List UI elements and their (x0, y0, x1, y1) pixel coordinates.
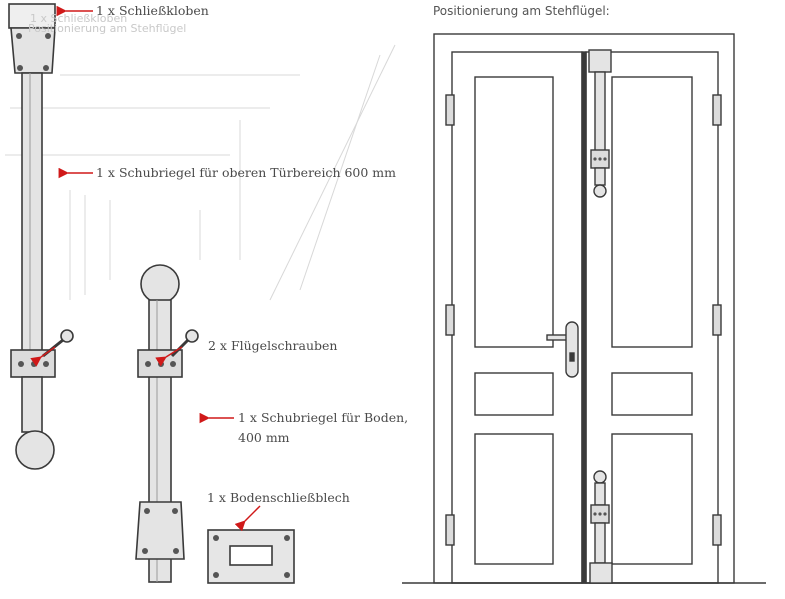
left-panel-bottom (474, 433, 554, 565)
left-door-leaf (451, 51, 583, 584)
upper-bolt-assembly (8, 3, 74, 470)
hinges-left (445, 94, 455, 546)
left-panel-mid (474, 372, 554, 416)
arrow-wing-screw-center (155, 346, 183, 367)
arrow-wing-screw-left (30, 346, 56, 367)
right-panel-top (611, 76, 693, 348)
ghost-text-2: Positionierung am Stehflügel (28, 22, 187, 35)
label-bodenschliessblech: 1 x Bodenschließblech (207, 490, 350, 505)
upper-bolt-knob (15, 430, 55, 470)
label-schubriegel-boden-2: 400 mm (238, 430, 290, 445)
center-astragal (581, 51, 587, 584)
ghost-text-1: 1 x Schließkloben (30, 12, 128, 25)
left-panel-top (474, 76, 554, 348)
label-fluegelschrauben: 2 x Flügelschrauben (208, 338, 338, 353)
door-lower-bolt (589, 470, 613, 584)
right-door-leaf (585, 51, 719, 584)
lower-bolt-housing (135, 501, 185, 560)
double-door (402, 33, 766, 584)
lower-bolt-assembly (135, 264, 199, 583)
right-panel-bottom (611, 433, 693, 565)
floor-strike-plate (207, 529, 295, 584)
label-schubriegel-boden-1: 1 x Schubriegel für Boden, (238, 410, 409, 425)
arrow-bodenschliessblech (234, 505, 261, 532)
hinges-right (712, 94, 722, 546)
callout-arrows (30, 5, 261, 532)
strike-box (8, 3, 56, 29)
wing-screw-center (170, 329, 199, 358)
upper-bolt-housing (10, 27, 56, 74)
door-upper-bolt (588, 49, 612, 198)
label-schliesskloben: 1 x Schließkloben (96, 3, 209, 18)
door-title: Positionierung am Stehflügel: (433, 4, 610, 18)
door-handle (546, 321, 579, 378)
upper-bolt-rod (21, 72, 43, 354)
label-schubriegel-oben: 1 x Schubriegel für oberen Türbereich 60… (96, 165, 396, 180)
lower-bolt-knob (140, 264, 180, 304)
right-panel-mid (611, 372, 693, 416)
